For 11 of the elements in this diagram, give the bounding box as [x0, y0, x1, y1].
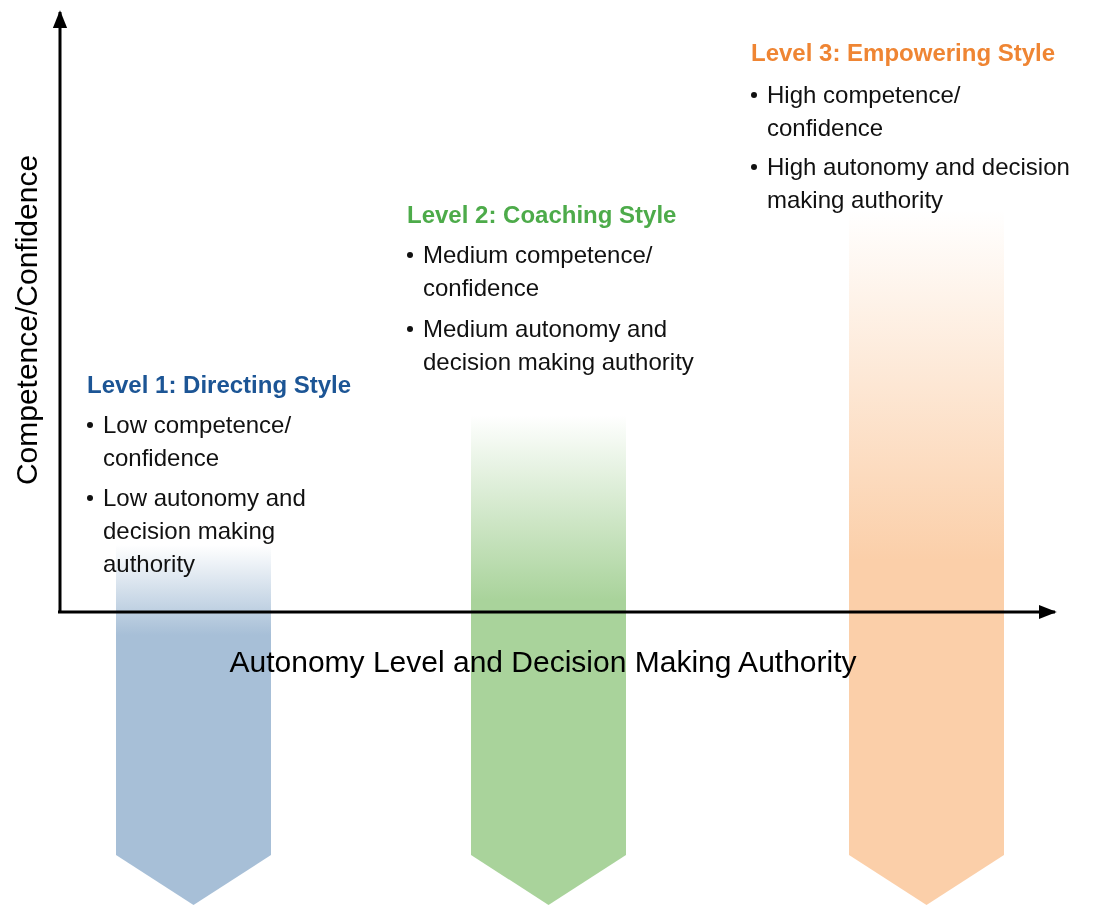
axis-title: Autonomy Level and Decision Making Authority: [229, 645, 857, 679]
bullet-text: Medium competence/ confidence: [423, 240, 654, 303]
level-heading: Level 3: Empowering Style: [751, 38, 1056, 68]
bullet-text: Low autonomy and decision making authority: [103, 483, 307, 579]
bullet-text: High autonomy and decision making authority: [767, 152, 1071, 215]
axis-title: Competence/Confidence: [10, 154, 44, 486]
bullet-text: Medium autonomy and decision making authority: [423, 314, 695, 377]
level-heading: Level 1: Directing Style: [87, 370, 352, 400]
bullet-text: High competence/ confidence: [767, 80, 962, 143]
bullet-text: Low competence/ confidence: [103, 410, 293, 473]
level-heading: Level 2: Coaching Style: [407, 200, 677, 230]
